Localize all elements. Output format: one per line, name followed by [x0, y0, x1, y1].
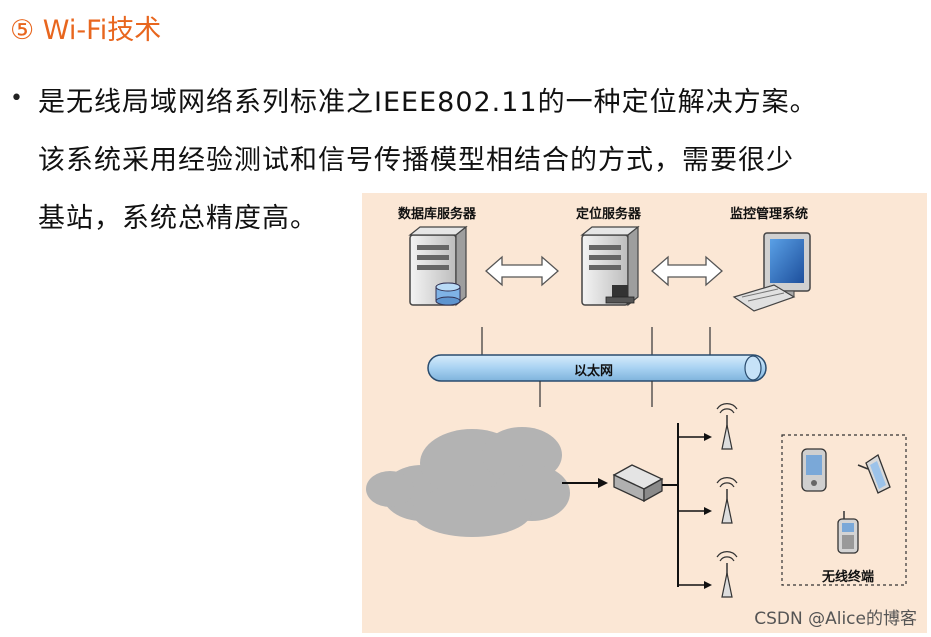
ap-links [678, 433, 712, 589]
bidirectional-arrow-icon [651, 255, 723, 287]
monitor-system-label: 监控管理系统 [730, 207, 809, 222]
handheld-device-icon [857, 454, 891, 494]
monitor-computer-icon [732, 232, 811, 312]
ethernet-label: 以太网 [574, 364, 614, 379]
paragraph-line-2: 该系统采用经验测试和信号传播模型相结合的方式，需要很少 [38, 145, 794, 176]
paragraph-line-1: 是无线局域网络系列标准之IEEE802.11的一种定位解决方案。 [38, 87, 818, 118]
location-server-icon [580, 225, 640, 307]
pda-icon [801, 448, 827, 492]
database-server-icon [408, 225, 468, 307]
wifi-positioning-diagram: 数据库服务器 定位服务器 监控管理系统 以太网 无线终端 [362, 193, 927, 633]
wireless-terminal-box [781, 434, 907, 586]
watermark: CSDN @Alice的博客 [754, 609, 917, 629]
access-point-icon [716, 551, 738, 598]
diagram-graphics [366, 225, 907, 598]
bullet-icon: • [10, 86, 23, 111]
mobile-phone-icon [837, 511, 859, 554]
database-server-label: 数据库服务器 [398, 207, 477, 222]
access-point-icon [716, 403, 738, 450]
access-point-icon [716, 477, 738, 524]
cloud-icon [366, 427, 570, 537]
ethernet-bus [427, 354, 767, 382]
location-server-label: 定位服务器 [576, 207, 642, 222]
wireless-terminal-label: 无线终端 [822, 570, 875, 585]
section-heading: ⑤ Wi-Fi技术 [10, 15, 162, 46]
switch-icon [612, 464, 664, 503]
paragraph-line-3: 基站，系统总精度高。 [38, 203, 318, 234]
bidirectional-arrow-icon [485, 255, 559, 287]
